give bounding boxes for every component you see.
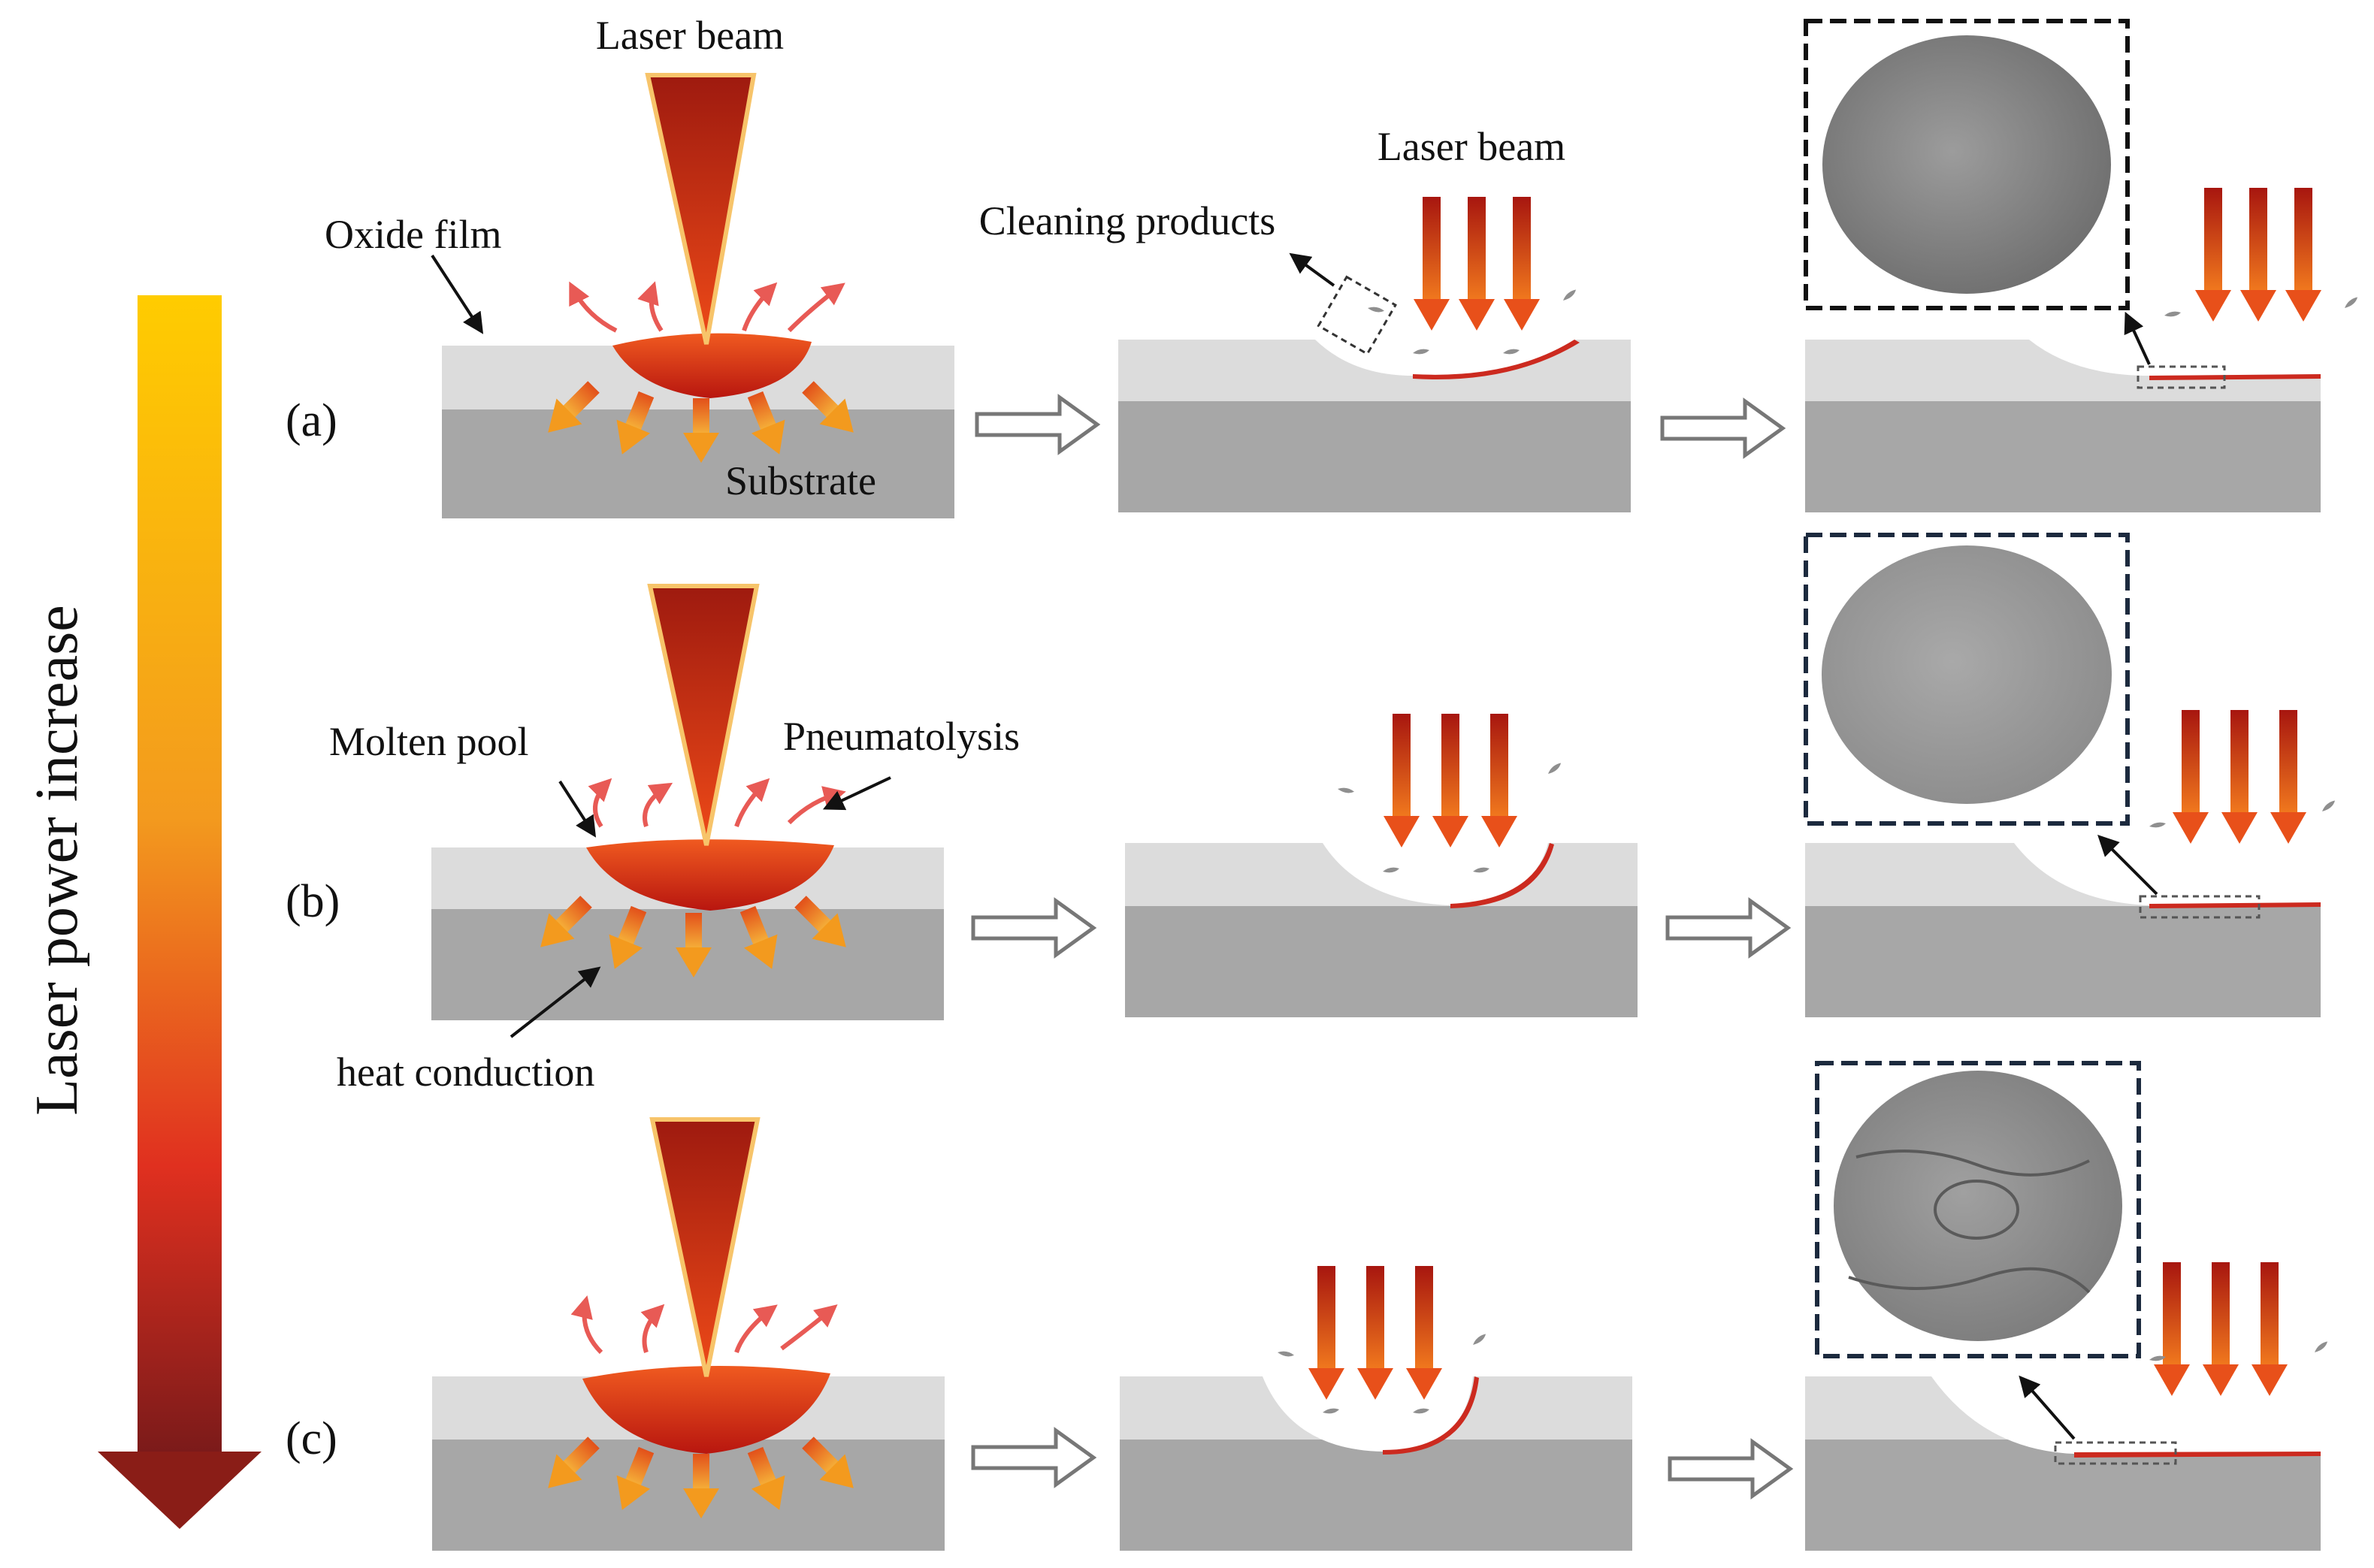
label-cleaning-products: Cleaning products [979,198,1275,243]
row-c-stage-1 [432,1117,945,1551]
row-a-stage-2 [1118,197,1631,512]
sem-micrograph-icon [1834,1071,2122,1341]
label-laser-beam-a: Laser beam [596,13,784,58]
hollow-arrow-icon [1662,401,1783,455]
row-label-a: (a) [286,395,337,446]
hollow-arrow-icon [977,397,1097,452]
row-a-stage-3 [1804,19,2360,512]
sem-micrograph-icon [1822,35,2111,294]
side-label: Laser power increase [24,605,90,1116]
row-c-stage-2 [1120,1266,1632,1551]
row-label-b: (b) [286,876,340,927]
label-laser-beam-a2: Laser beam [1378,124,1565,169]
laser-beam-icon [649,1117,761,1377]
laser-beam-icon [645,73,757,345]
label-pneumatolysis: Pneumatolysis [783,714,1020,759]
hollow-arrow-icon [1668,901,1788,955]
hollow-arrow-icon [973,901,1093,955]
laser-beam-icon [647,584,760,846]
label-molten-pool: Molten pool [329,719,529,764]
row-b-stage-2 [1125,714,1638,1017]
row-a-stage-1 [431,73,954,518]
sem-micrograph-icon [1822,545,2112,804]
row-c-stage-3 [1805,1061,2330,1551]
power-increase-arrow [98,295,262,1529]
row-b-stage-1 [431,584,944,1038]
row-label-c: (c) [286,1413,337,1464]
label-heat-conduction: heat conduction [337,1050,594,1095]
label-oxide-film: Oxide film [325,212,501,257]
label-substrate: Substrate [725,458,876,503]
hollow-arrow-icon [973,1431,1093,1485]
hollow-arrow-icon [1670,1442,1790,1496]
row-b-stage-3 [1804,533,2337,1017]
